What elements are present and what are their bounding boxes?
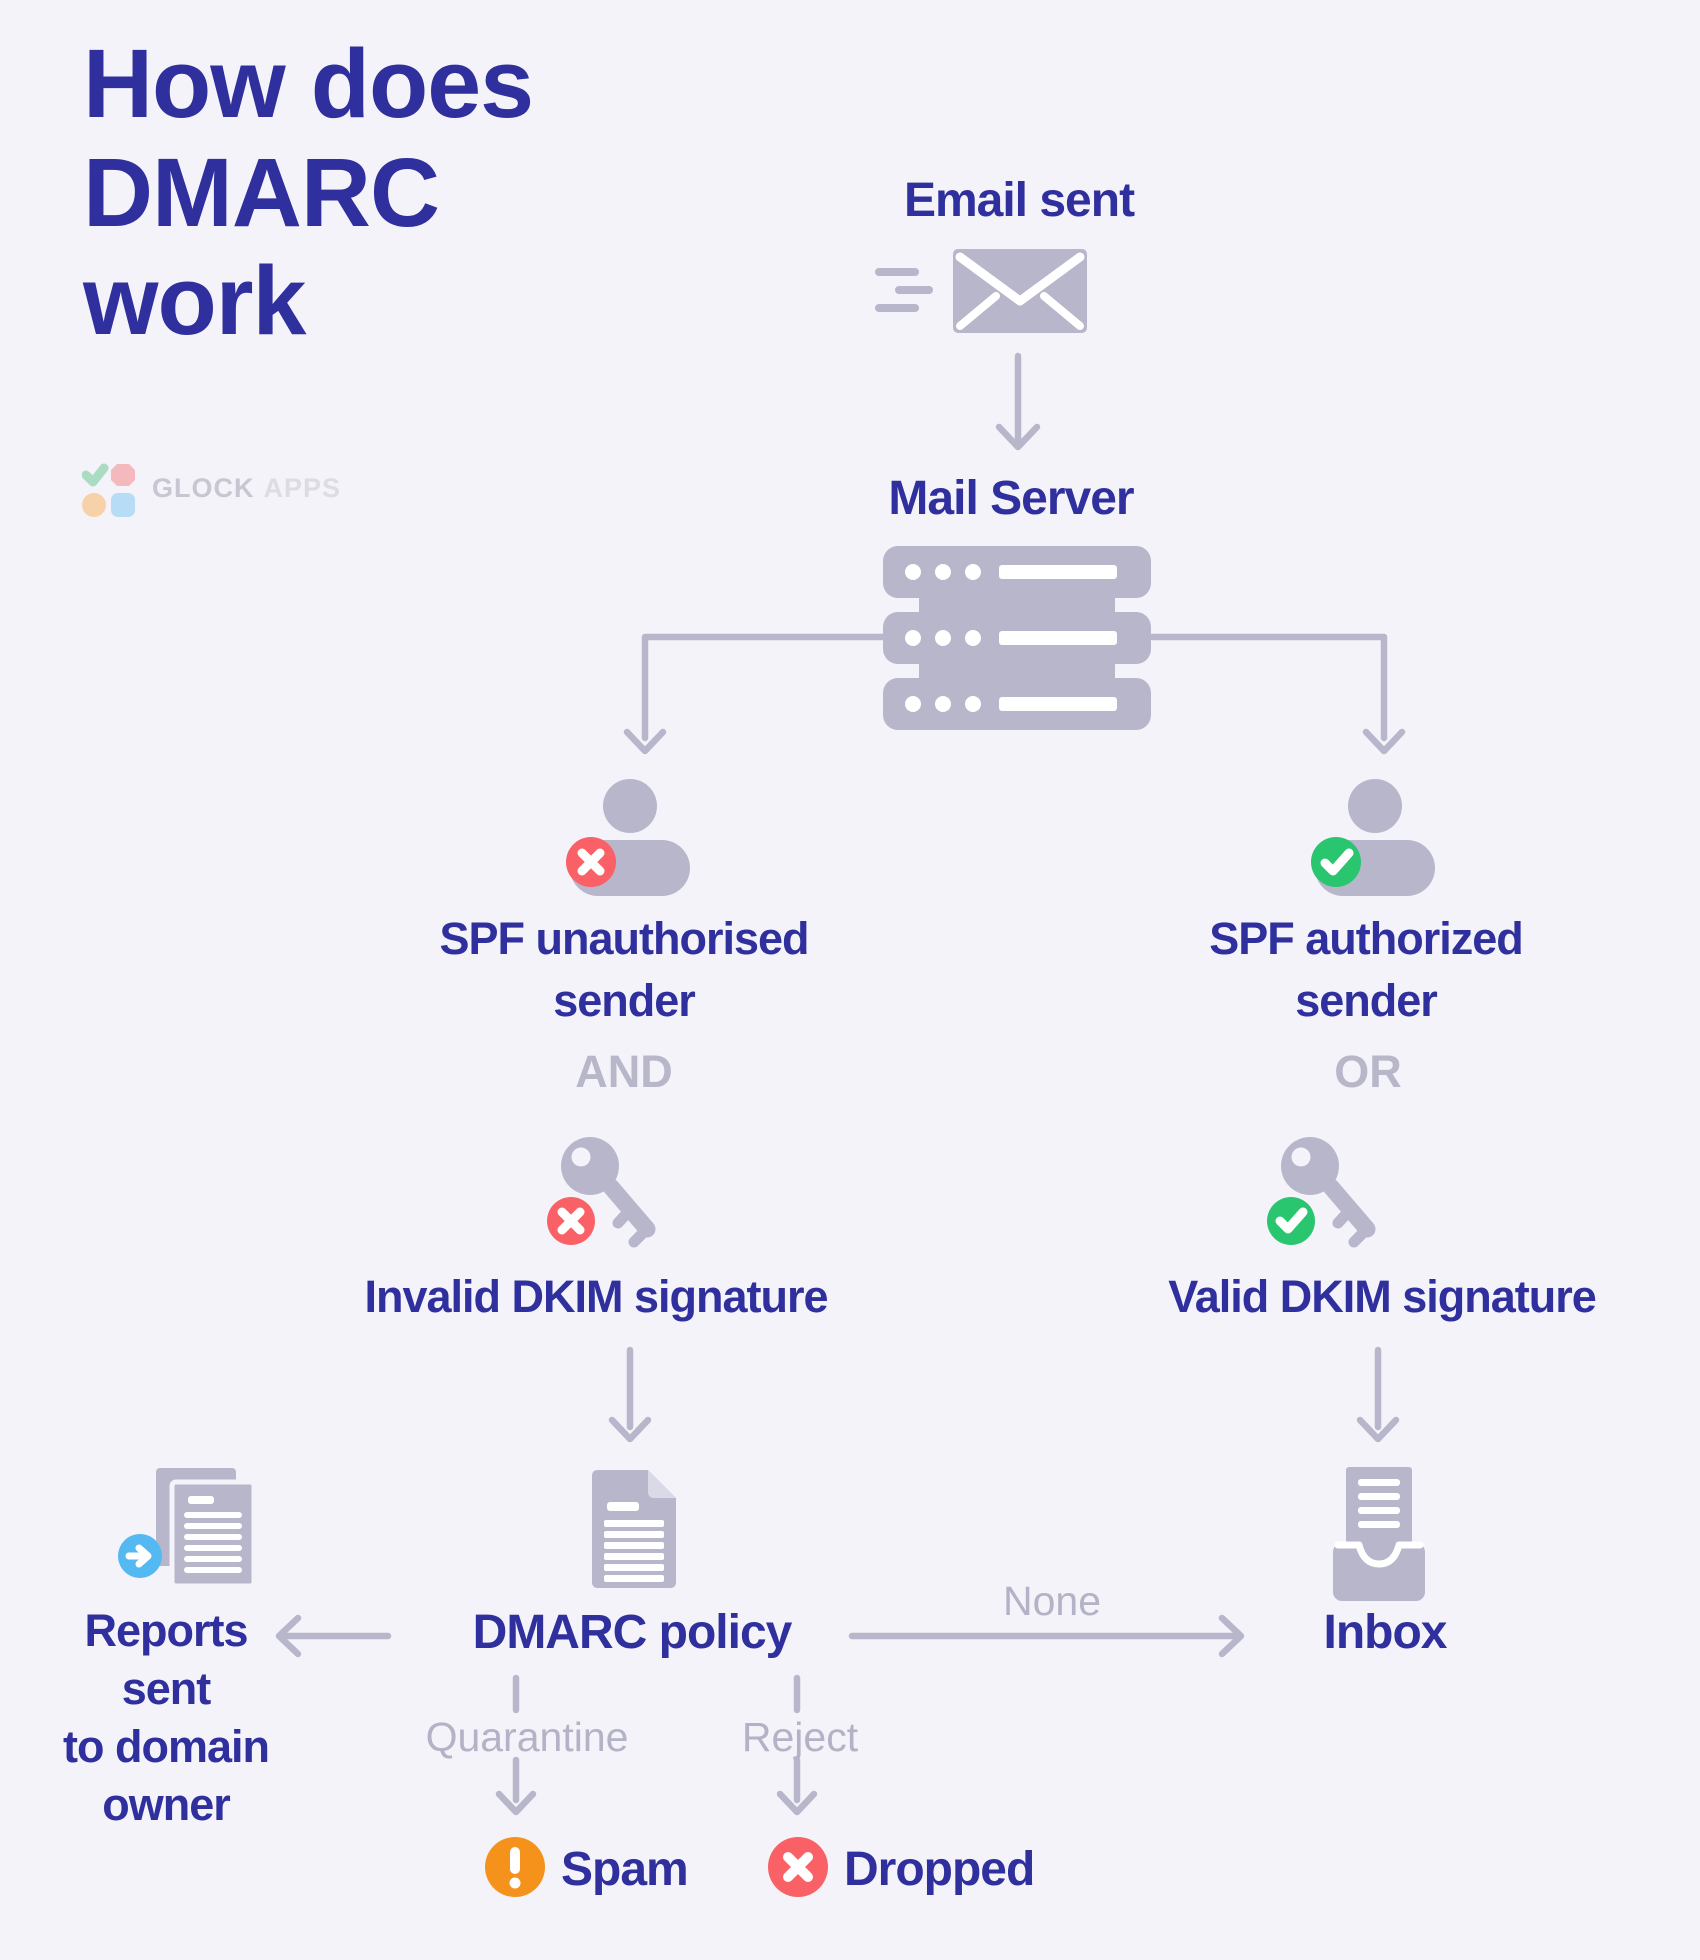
arrow-server-to-spf-authorized	[1148, 633, 1388, 742]
title-line-3: work	[83, 246, 306, 356]
node-dropped-label: Dropped	[844, 1843, 1035, 1896]
node-dmarc-policy-label: DMARC policy	[472, 1606, 793, 1659]
unauthorised-sender-icon	[566, 779, 690, 896]
or-connector-label: OR	[1334, 1046, 1402, 1097]
and-connector-label: AND	[575, 1046, 673, 1097]
node-valid-dkim-label: Valid DKIM signature	[1168, 1271, 1597, 1322]
reports-document-icon	[118, 1468, 257, 1589]
node-mail-server-label: Mail Server	[888, 472, 1134, 525]
glockapps-logo-icon	[82, 463, 135, 517]
authorized-sender-icon	[1311, 779, 1435, 896]
glockapps-logo: GLOCK APPS	[82, 462, 341, 518]
node-invalid-dkim-label: Invalid DKIM signature	[364, 1271, 828, 1322]
title-line-1: How does	[83, 29, 534, 138]
dmarc-policy-document-icon	[592, 1470, 676, 1588]
dropped-error-icon	[768, 1837, 828, 1897]
spam-warning-icon	[485, 1837, 545, 1897]
edge-none-label: None	[1002, 1578, 1101, 1624]
node-email-sent-label: Email sent	[903, 174, 1135, 227]
inbox-icon	[1333, 1467, 1425, 1601]
node-spf-authorized-label: SPF authorized sender	[1209, 913, 1524, 1027]
page-title: How does DMARC work	[83, 29, 534, 356]
edge-reject-label: Reject	[741, 1714, 859, 1760]
envelope-icon	[875, 249, 1087, 333]
node-spf-unauthorised-label: SPF unauthorised sender	[439, 913, 809, 1027]
invalid-dkim-key-icon	[547, 1137, 656, 1248]
server-icon	[883, 546, 1151, 730]
node-reports-label: Reports sent to domain owner	[63, 1605, 270, 1831]
node-spam-label: Spam	[561, 1843, 689, 1896]
logo-brand: GLOCK	[152, 472, 255, 503]
node-inbox-label: Inbox	[1323, 1606, 1448, 1659]
valid-dkim-key-icon	[1267, 1137, 1376, 1248]
edge-quarantine-label: Quarantine	[425, 1714, 629, 1760]
arrow-server-to-spf-unauthorised	[641, 633, 888, 742]
logo-brand-suffix: APPS	[263, 472, 342, 503]
title-line-2: DMARC	[83, 137, 440, 247]
